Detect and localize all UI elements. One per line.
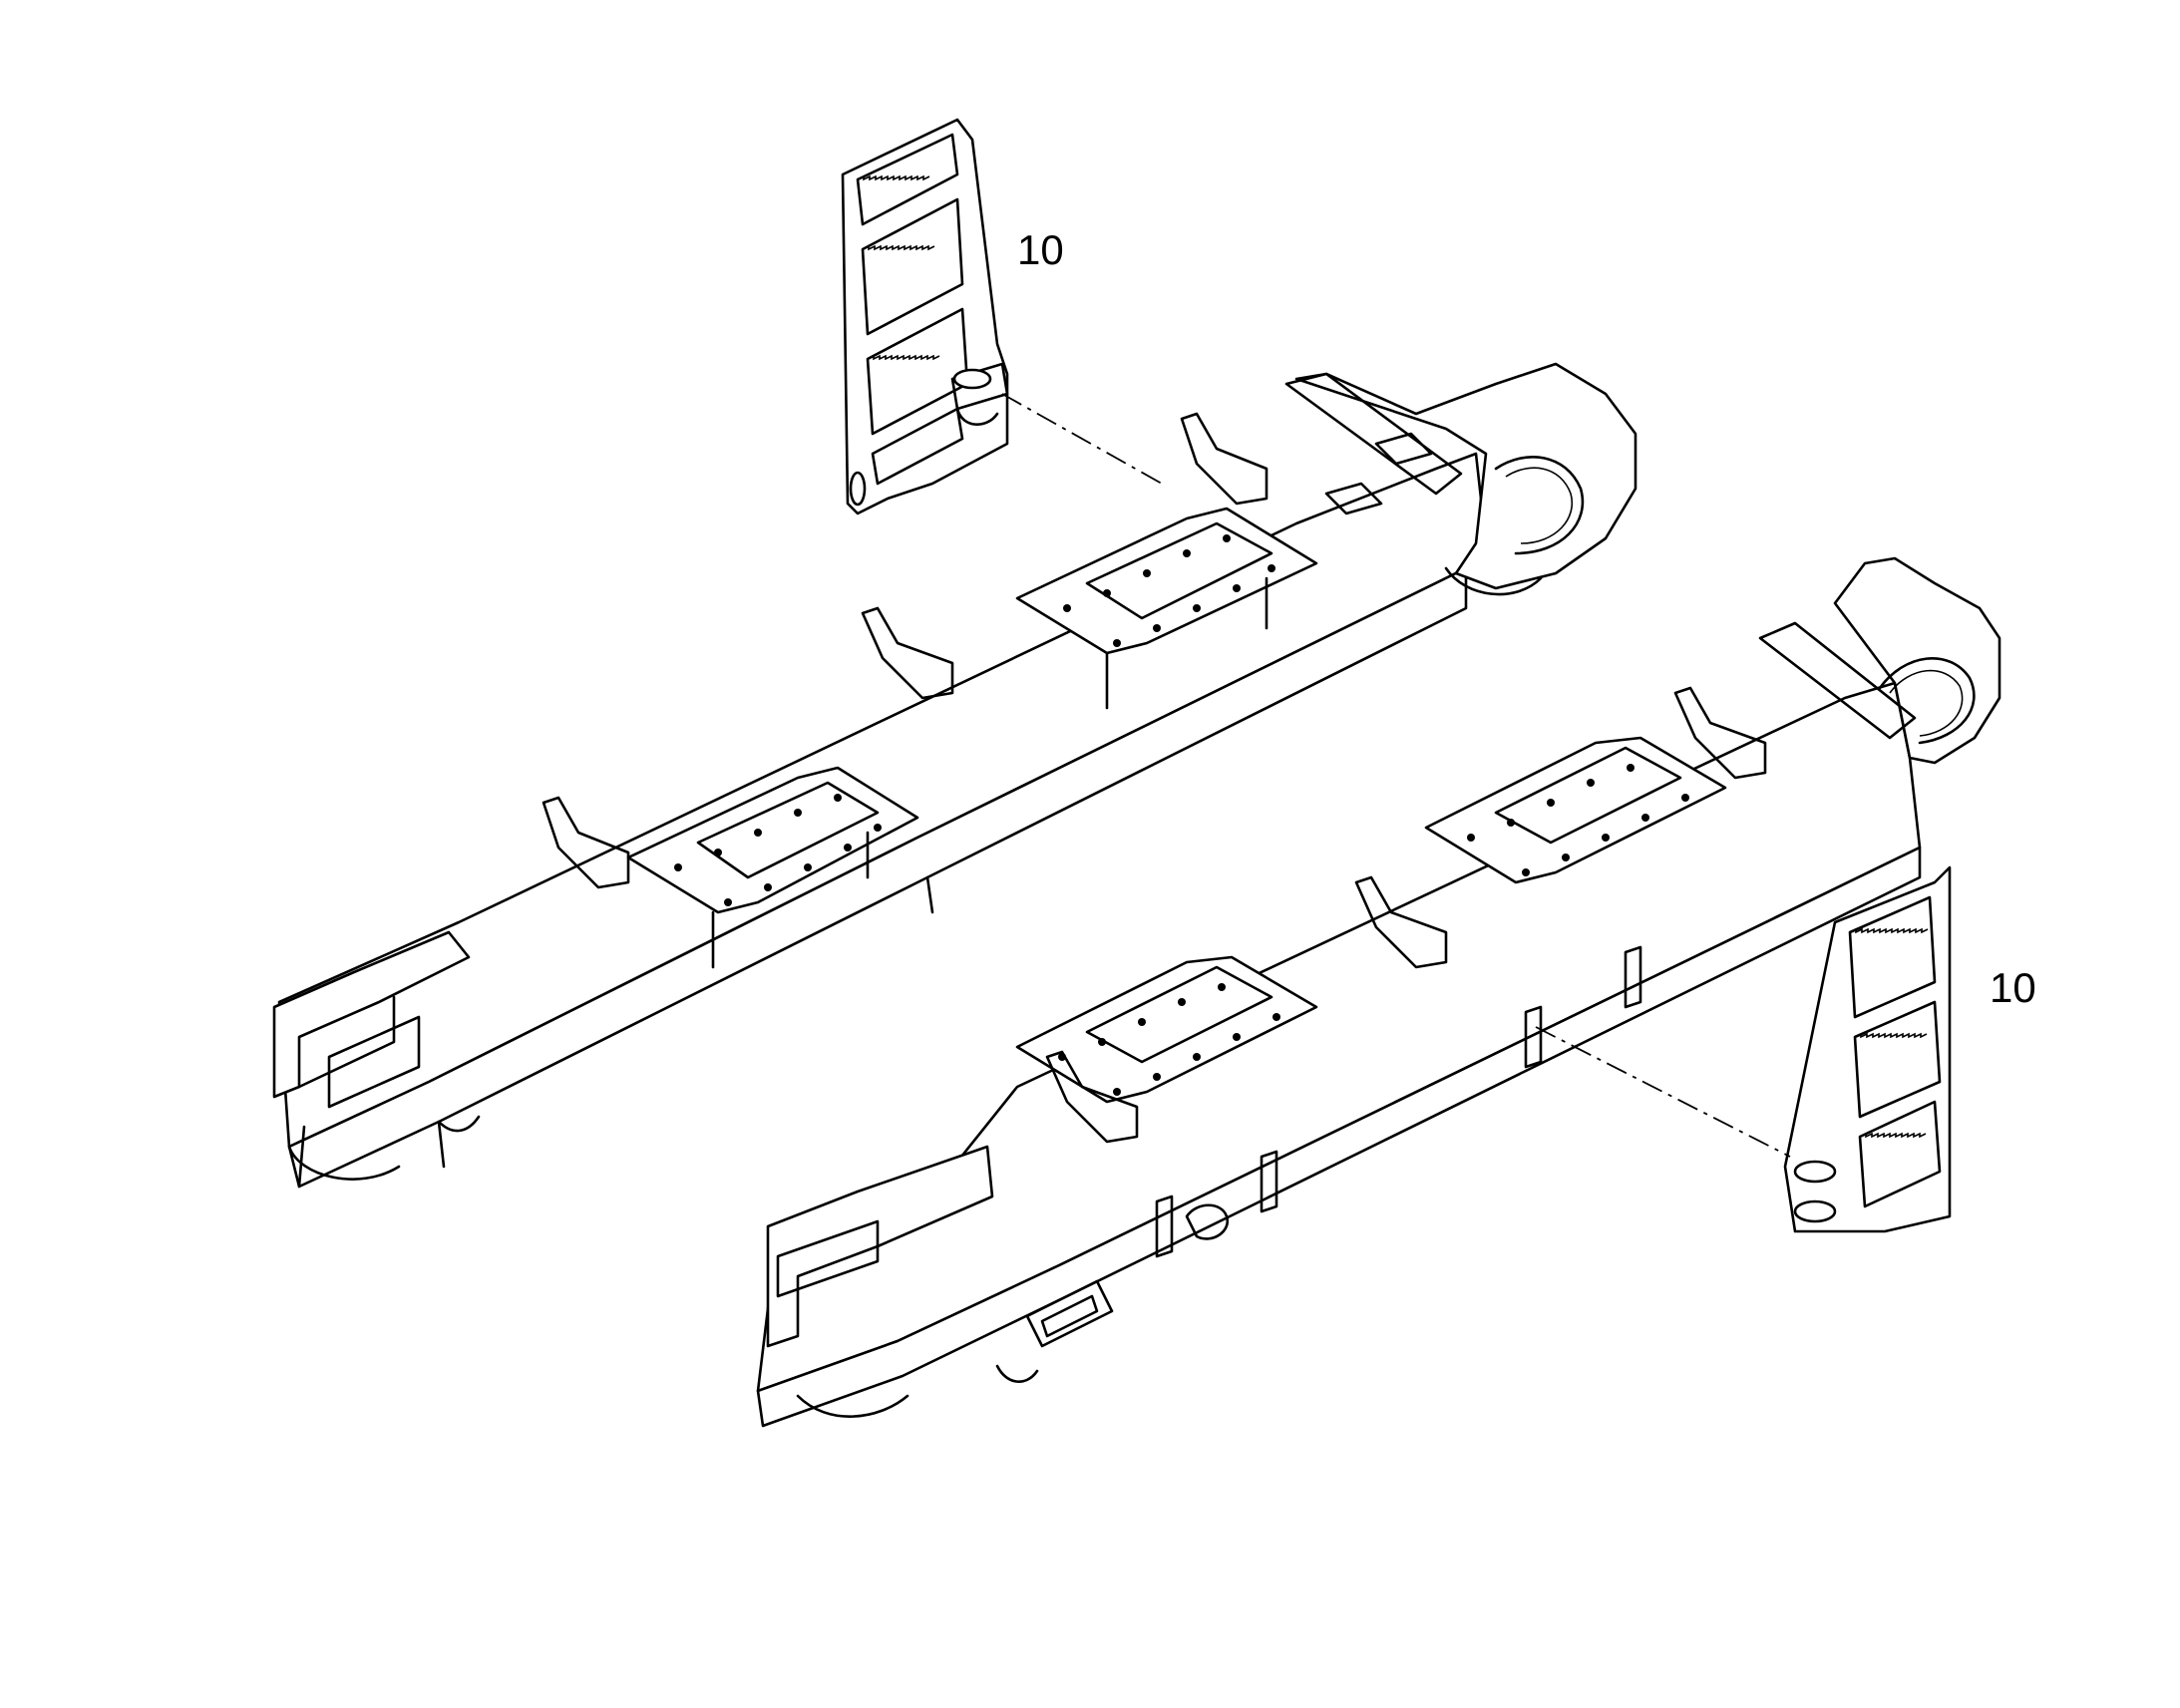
mounting-plate xyxy=(1015,955,1318,1104)
mounting-plate xyxy=(1015,507,1318,655)
right-track-frame xyxy=(756,556,2001,1428)
left-track-frame xyxy=(272,362,1637,1189)
item-number-callout: 10 xyxy=(1017,226,1064,273)
mounting-plate xyxy=(626,766,919,914)
leader-line-right xyxy=(1535,1026,1791,1158)
mounting-plate xyxy=(1424,736,1727,884)
item-number-callout: 10 xyxy=(1990,964,2036,1011)
ladder-step-top xyxy=(841,118,1009,515)
ladder-step-right xyxy=(1783,865,1952,1233)
leader-line-top xyxy=(1001,393,1163,485)
